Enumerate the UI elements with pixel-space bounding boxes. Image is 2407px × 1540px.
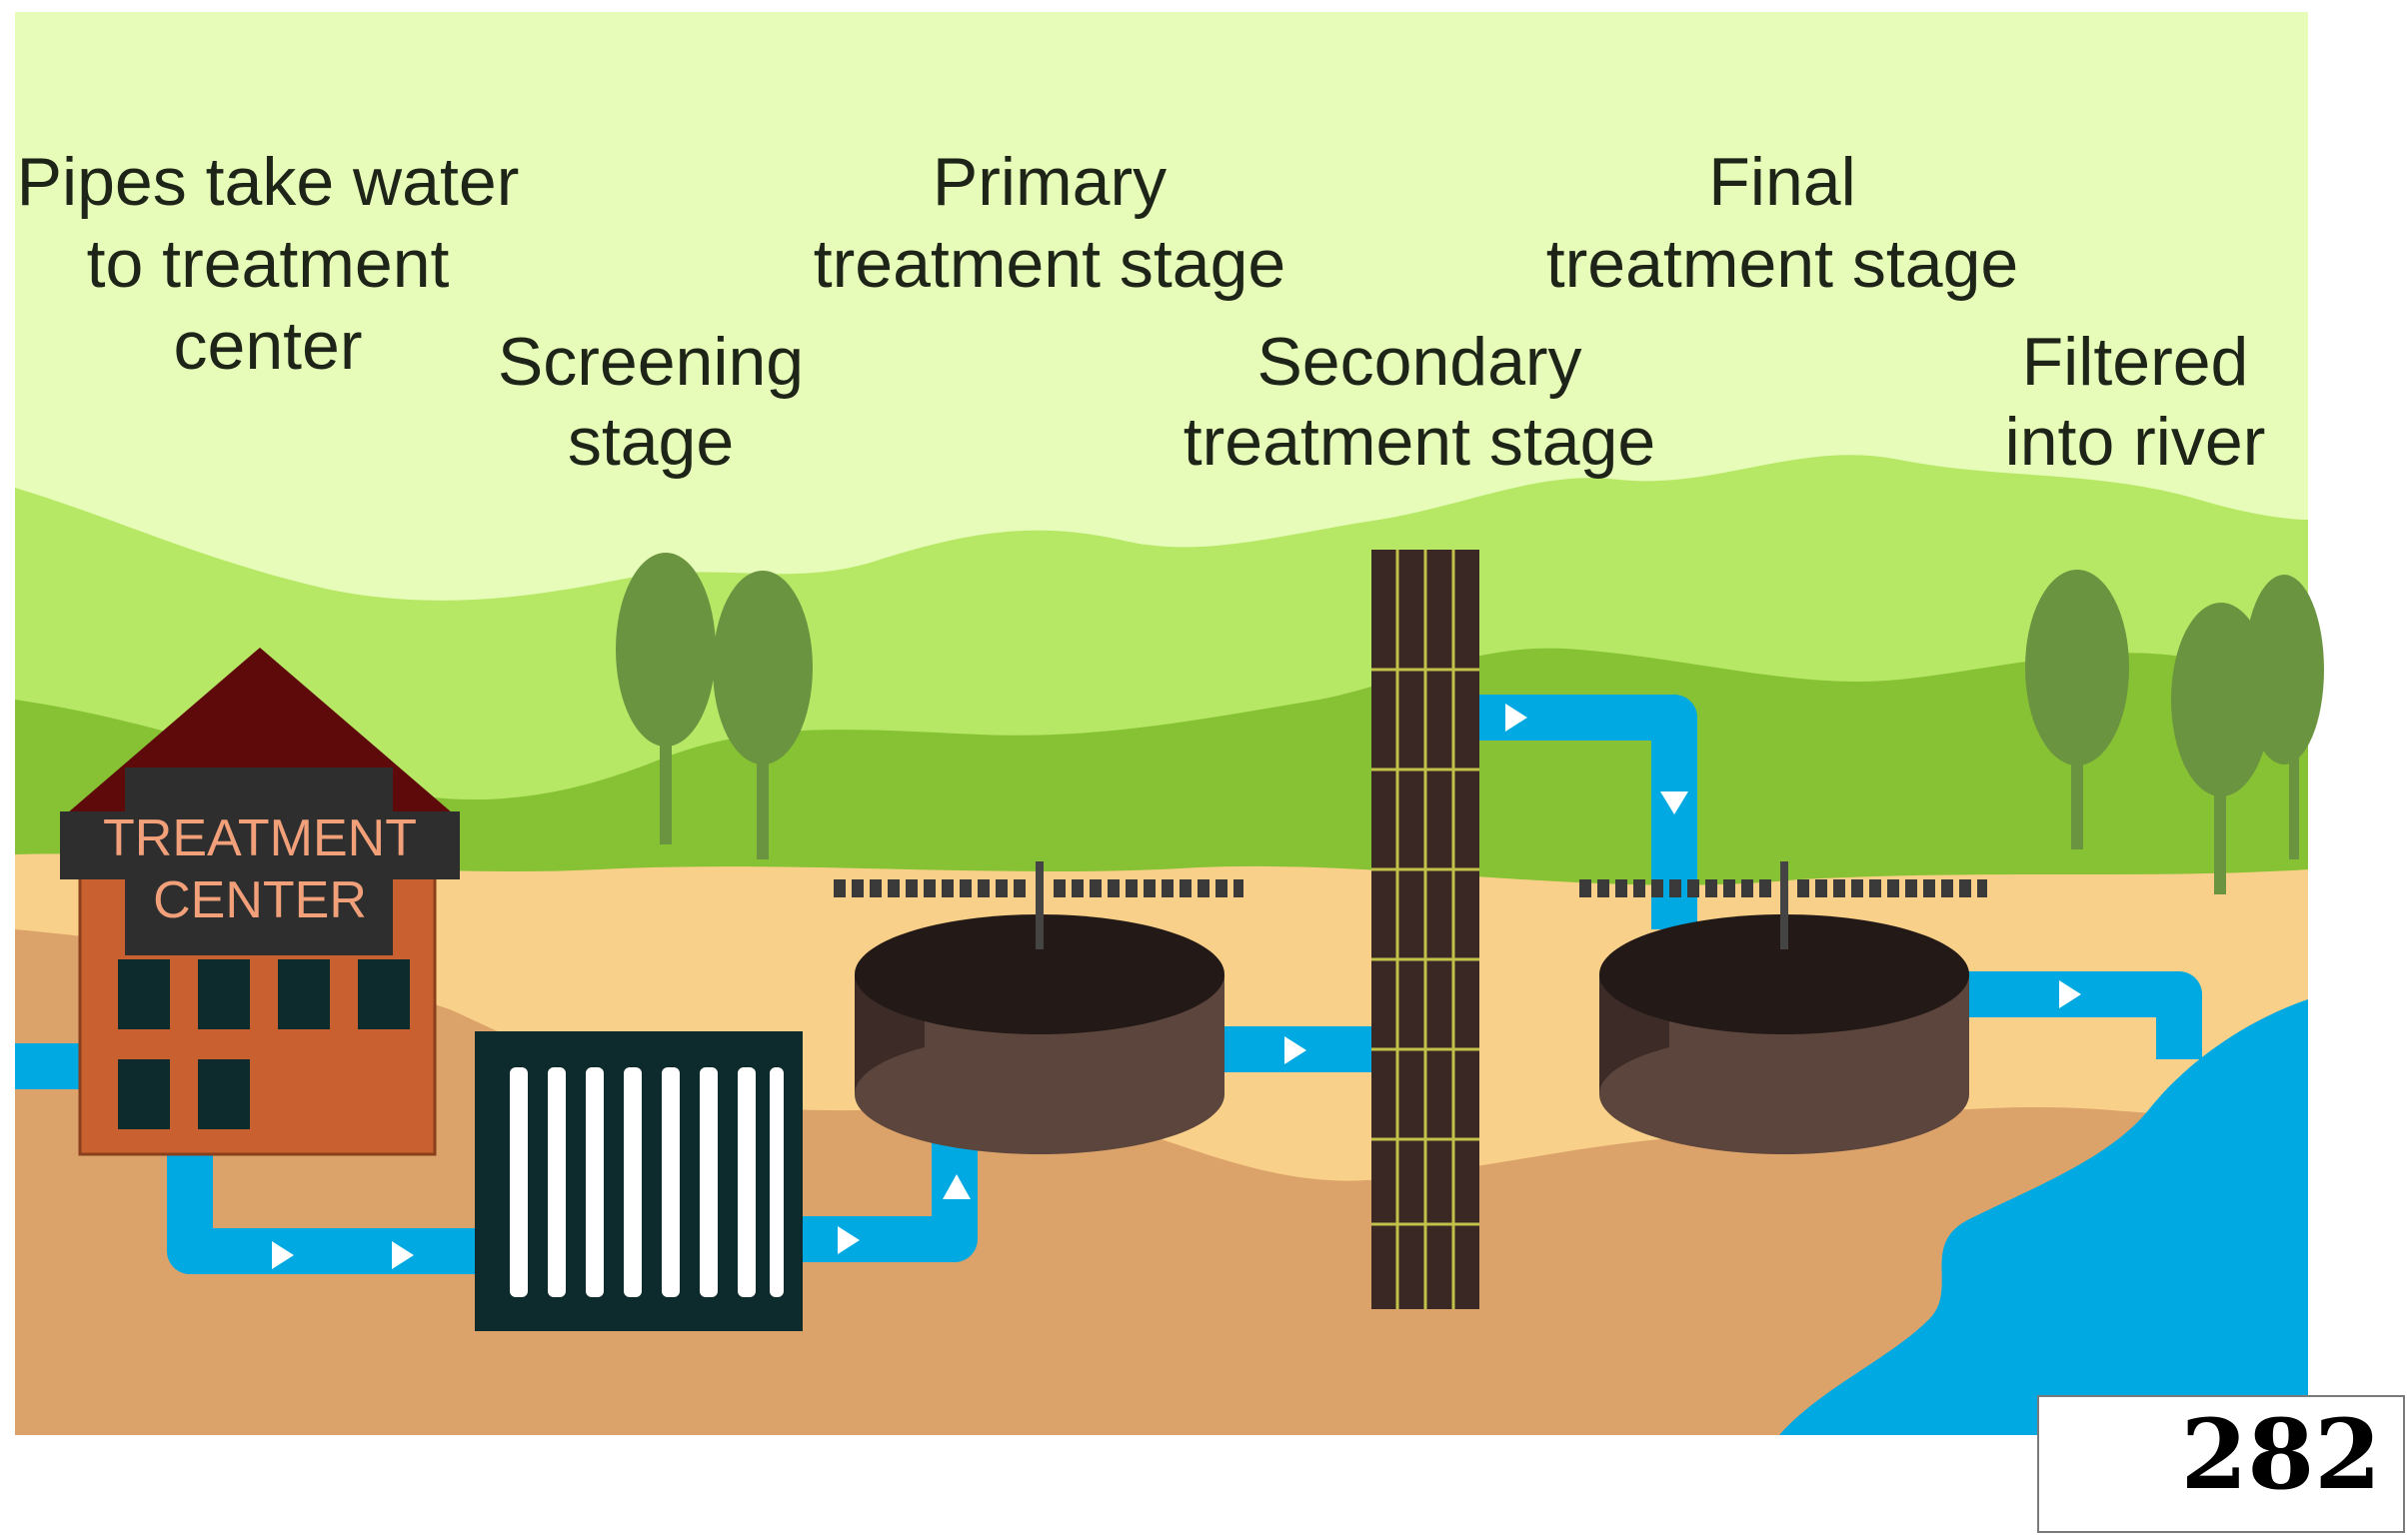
label-secondary-line-1: Secondary [1256,324,1581,400]
label-primary-line-2: treatment stage [814,226,1285,302]
sign-line-2: CENTER [153,871,367,929]
label-pipes-line-3: center [174,308,363,384]
label-filtered: Filtered into river [2005,324,2266,480]
label-secondary-line-2: treatment stage [1184,404,1655,480]
label-primary: Primary treatment stage [814,144,1285,302]
flow-arrow-icon [272,704,2081,1269]
label-pipes-line-2: to treatment [87,226,450,302]
label-secondary: Secondary treatment stage [1184,324,1655,480]
tree-icon [2244,575,2324,859]
label-final-line-2: treatment stage [1546,226,2018,302]
label-screening-line-1: Screening [498,324,804,400]
tree-icon [616,553,716,844]
settling-tank [834,861,1243,1154]
label-final: Final treatment stage [1546,144,2018,302]
label-primary-line-1: Primary [933,144,1167,220]
tree-icon [2025,570,2129,849]
page-number: 282 [2180,1398,2381,1511]
tree-icon [713,571,813,859]
settling-tank [1579,861,1987,1154]
label-final-line-1: Final [1708,144,1855,220]
sign-line-1: TREATMENT [103,809,417,867]
river [1779,999,2308,1435]
screening-grate [475,1031,803,1331]
label-screening-line-2: stage [568,404,734,480]
label-screening: Screening stage [498,324,804,480]
label-pipes: Pipes take water to treatment center [17,144,520,384]
filter-column [1371,550,1479,1309]
page-number-box: 282 [2037,1395,2405,1533]
treatment-building: TREATMENT CENTER [60,648,460,1156]
label-filtered-line-1: Filtered [2022,324,2249,400]
label-filtered-line-2: into river [2005,404,2266,480]
label-pipes-line-1: Pipes take water [17,144,520,220]
